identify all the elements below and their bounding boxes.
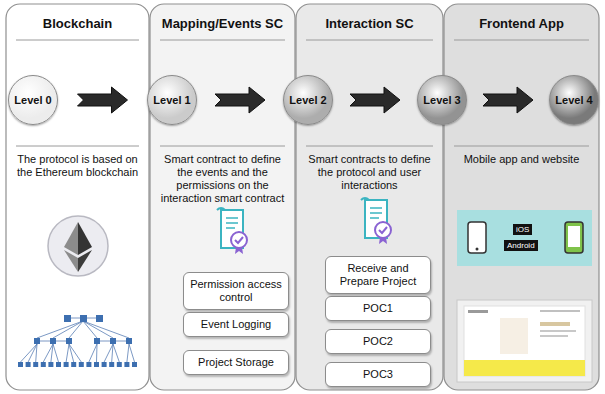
component-box: Event Logging xyxy=(183,312,289,337)
level-label: Level 0 xyxy=(14,94,51,106)
divider-line xyxy=(454,146,589,147)
level-arrow xyxy=(483,87,533,113)
component-label: Receive and Prepare Project xyxy=(330,262,426,288)
divider-line xyxy=(160,146,285,147)
website-picture xyxy=(457,300,592,382)
panel-description: The protocol is based on the Ethereum bl… xyxy=(12,153,143,179)
component-box: Receive and Prepare Project xyxy=(325,256,431,294)
level-circle: Level 2 xyxy=(283,75,333,125)
component-label: POC1 xyxy=(330,302,426,315)
panel-heading: Blockchain xyxy=(10,16,145,31)
divider-line xyxy=(16,146,139,147)
panel-outline xyxy=(296,4,443,390)
level-label: Level 1 xyxy=(153,94,190,106)
level-circle: Level 4 xyxy=(549,75,599,125)
component-box: POC2 xyxy=(325,329,431,354)
level-arrow xyxy=(78,87,128,113)
component-label: Permission access control xyxy=(188,278,284,304)
panel-description: Mobile app and website xyxy=(450,153,593,166)
component-label: POC3 xyxy=(330,368,426,381)
component-box: POC3 xyxy=(325,362,431,387)
panel-heading: Mapping/Events SC xyxy=(154,16,291,31)
divider-line xyxy=(16,40,139,41)
platform-label: Android xyxy=(504,240,538,251)
ethereum-logo xyxy=(48,216,108,276)
level-panel: Mapping/Events SC Smart contract to defin… xyxy=(150,4,295,390)
panel-description: Smart contracts to define the protocol a… xyxy=(302,153,437,192)
divider-line xyxy=(160,40,285,41)
divider-line xyxy=(306,40,433,41)
component-label: Event Logging xyxy=(188,318,284,331)
level-panel: Frontend AppMobile app and website xyxy=(444,4,599,390)
level-label: Level 4 xyxy=(555,94,592,106)
level-circle: Level 0 xyxy=(8,75,58,125)
blockchain-tree xyxy=(18,315,137,367)
panel-description: Smart contract to define the events and … xyxy=(156,153,289,205)
level-panel: BlockchainThe protocol is based on the E… xyxy=(6,4,149,390)
level-arrow xyxy=(215,87,265,113)
platform-label: iOS xyxy=(513,224,532,235)
component-label: POC2 xyxy=(330,335,426,348)
panel-outline xyxy=(444,4,599,390)
level-circle: Level 1 xyxy=(147,75,197,125)
component-box: Project Storage xyxy=(183,350,289,375)
component-box: POC1 xyxy=(325,296,431,321)
divider-line xyxy=(306,146,433,147)
level-label: Level 3 xyxy=(423,94,460,106)
level-arrow xyxy=(350,87,400,113)
level-label: Level 2 xyxy=(289,94,326,106)
panel-heading: Interaction SC xyxy=(300,16,439,31)
contract-icon xyxy=(217,208,247,254)
divider-line xyxy=(454,40,589,41)
level-circle: Level 3 xyxy=(417,75,467,125)
panel-outline xyxy=(6,4,149,390)
panel-heading: Frontend App xyxy=(448,16,595,31)
panel-outline xyxy=(150,4,295,390)
component-box: Permission access control xyxy=(183,272,289,310)
component-label: Project Storage xyxy=(188,356,284,369)
mobile-picture xyxy=(457,210,592,266)
contract-icon xyxy=(361,198,391,244)
level-panel: Interaction SC Smart contracts to define … xyxy=(296,4,443,390)
